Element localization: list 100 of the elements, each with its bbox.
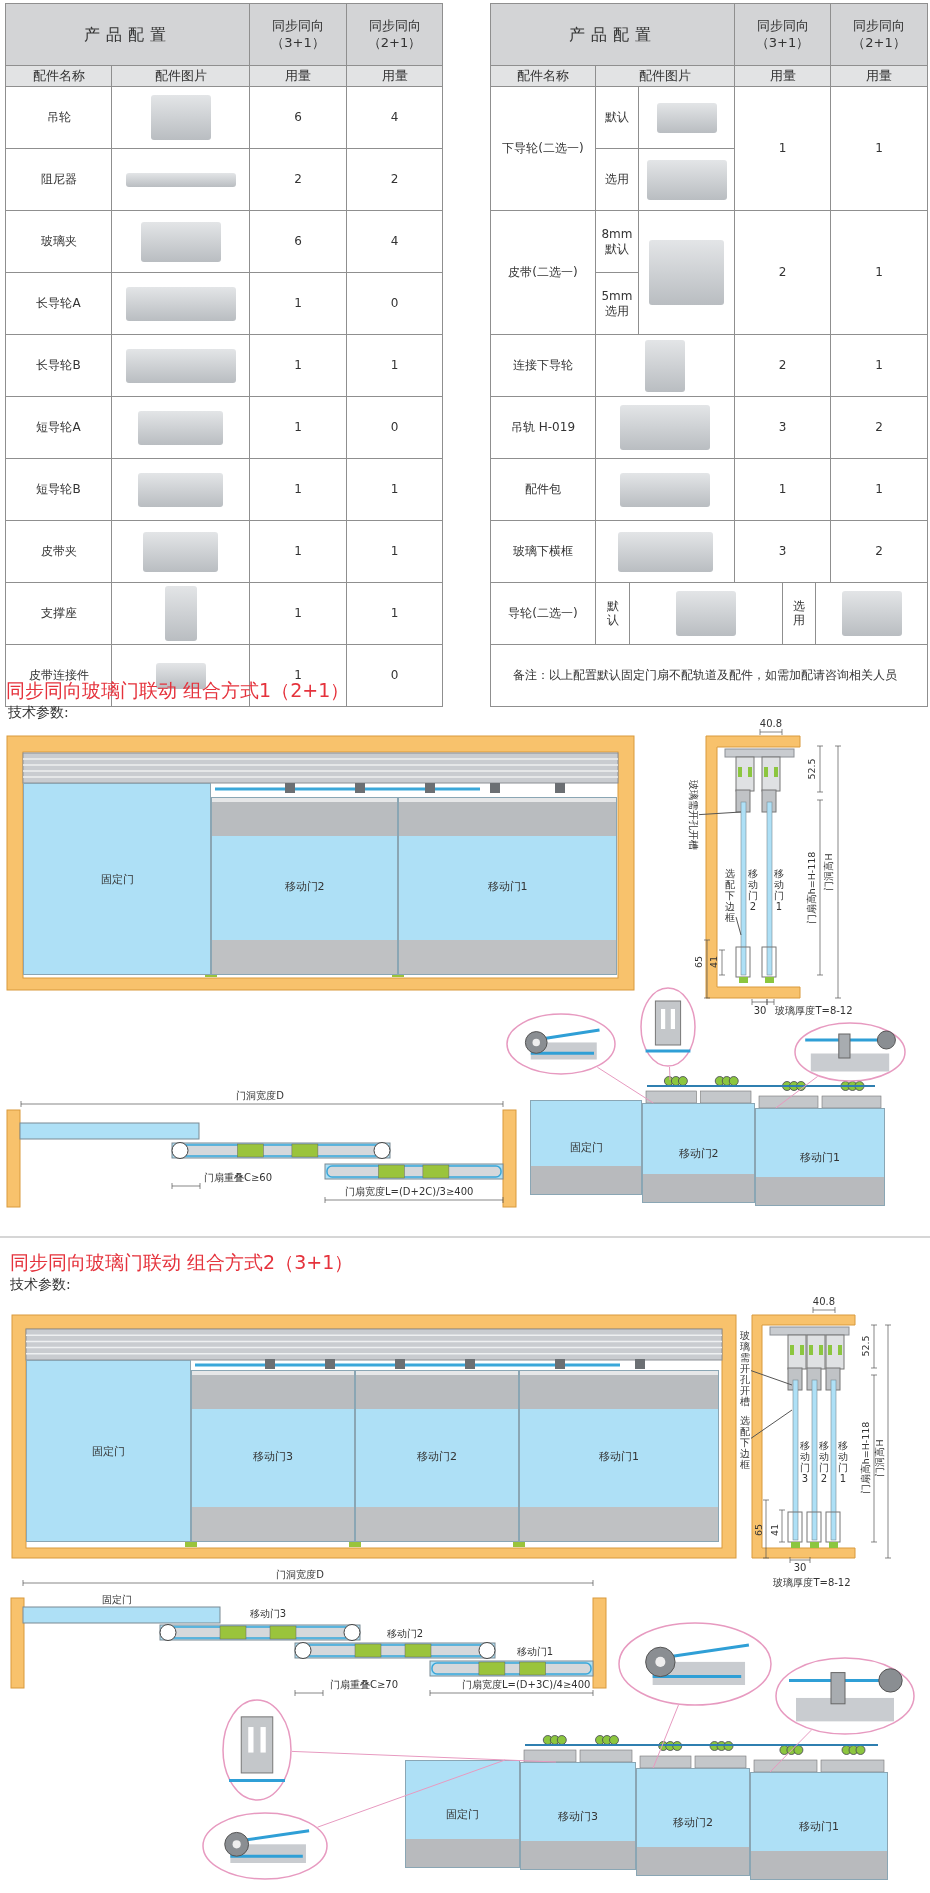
note-text: 备注：以上配置默认固定门扇不配轨道及配件，如需加配请咨询相关人员 bbox=[490, 644, 928, 707]
quantity: 2 bbox=[346, 148, 443, 211]
dimension-label: 门扇宽度L=(D+3C)/4≥400 bbox=[462, 1679, 591, 1691]
leader-line bbox=[750, 1409, 793, 1439]
door-label: 移动门2 bbox=[819, 1440, 829, 1484]
dimension-label: 52.5 bbox=[806, 758, 818, 780]
quantity: 2 bbox=[734, 334, 831, 397]
part-name: 长导轮B bbox=[5, 334, 112, 397]
door-label: 移动门3 bbox=[249, 1608, 287, 1620]
door-label: 移动门3 bbox=[800, 1440, 810, 1484]
quantity: 1 bbox=[346, 520, 443, 583]
quantity: 0 bbox=[346, 272, 443, 335]
leader-line bbox=[750, 1370, 793, 1386]
callout-text: 玻璃需开孔开槽 bbox=[740, 1330, 750, 1407]
table-header: 同步同向（3+1） bbox=[734, 3, 831, 66]
dimension-label: 40.8 bbox=[812, 1296, 836, 1308]
door-panel: 移动门2 bbox=[211, 797, 398, 975]
table-header: 产品配置 bbox=[490, 3, 735, 66]
dimension-label: 门洞宽度D bbox=[276, 1569, 324, 1581]
table-header: 产品配置 bbox=[5, 3, 250, 66]
dimension-label: 65 bbox=[753, 1523, 765, 1537]
part-name: 玻璃下横框 bbox=[490, 520, 596, 583]
dimension-label: 门扇高h=H-118 bbox=[860, 1421, 872, 1495]
quantity: 0 bbox=[346, 396, 443, 459]
part-name: 导轮(二选一) bbox=[490, 582, 596, 645]
door-label: 移动门1 bbox=[774, 868, 784, 912]
leader-line bbox=[669, 1066, 671, 1081]
leader-line bbox=[735, 916, 742, 936]
door-panel: 移动门1 bbox=[755, 1108, 885, 1206]
dimension-label: 门洞高H bbox=[874, 1439, 886, 1477]
part-name: 吊轮 bbox=[5, 86, 112, 149]
leader-line bbox=[291, 1750, 557, 1763]
quantity: 1 bbox=[249, 272, 347, 335]
part-name: 长导轮A bbox=[5, 272, 112, 335]
quantity: 4 bbox=[346, 86, 443, 149]
part-name: 下导轮(二选一) bbox=[490, 86, 596, 211]
magnifier-inset bbox=[794, 1022, 906, 1082]
part-name: 阻尼器 bbox=[5, 148, 112, 211]
dimension-label: 41 bbox=[708, 955, 720, 969]
part-name: 短导轮A bbox=[5, 396, 112, 459]
magnifier-inset bbox=[618, 1622, 772, 1706]
quantity: 1 bbox=[830, 86, 928, 211]
door-label: 移动门2 bbox=[748, 868, 758, 912]
door-label: 移动门1 bbox=[516, 1646, 554, 1658]
door-label: 固定门 bbox=[102, 1594, 132, 1606]
quantity: 1 bbox=[830, 210, 928, 335]
quantity: 1 bbox=[346, 458, 443, 521]
callout-text: 选配下边框 bbox=[725, 868, 735, 923]
option-label: 5mm选用 bbox=[595, 272, 639, 335]
leader-line bbox=[698, 811, 742, 816]
dimension-label: 门扇重叠C≥60 bbox=[204, 1172, 273, 1184]
option-label: 默认 bbox=[596, 583, 630, 644]
dimension-label: 玻璃厚度T=8-12 bbox=[773, 1577, 851, 1589]
quantity: 4 bbox=[346, 210, 443, 273]
door-panel: 移动门1 bbox=[398, 797, 617, 975]
section-subheading: 技术参数: bbox=[8, 704, 69, 721]
quantity: 1 bbox=[346, 334, 443, 397]
dimension-label: 门扇重叠C≥70 bbox=[330, 1679, 399, 1691]
leader-line bbox=[317, 1759, 506, 1828]
quantity: 1 bbox=[830, 334, 928, 397]
door-panel: 固定门 bbox=[26, 1360, 191, 1542]
dimension-label: 门洞宽度D bbox=[236, 1090, 284, 1102]
part-name: 连接下导轮 bbox=[490, 334, 596, 397]
dimension-label: 门扇宽度L=(D+2C)/3≥400 bbox=[345, 1186, 474, 1198]
part-name: 吊轨 H-019 bbox=[490, 396, 596, 459]
table-header: 同步同向（3+1） bbox=[249, 3, 347, 66]
quantity: 6 bbox=[249, 86, 347, 149]
quantity: 1 bbox=[830, 458, 928, 521]
dimension-label: 30 bbox=[753, 1005, 767, 1017]
quantity: 1 bbox=[249, 520, 347, 583]
door-panel: 移动门2 bbox=[355, 1370, 519, 1542]
quantity: 0 bbox=[346, 644, 443, 707]
option-label: 选用 bbox=[595, 148, 639, 211]
dimension-label: 65 bbox=[693, 955, 705, 969]
table-header: 配件名称 bbox=[490, 65, 596, 87]
quantity: 2 bbox=[830, 396, 928, 459]
leader-line bbox=[596, 1066, 654, 1104]
part-name: 皮带夹 bbox=[5, 520, 112, 583]
quantity: 2 bbox=[249, 148, 347, 211]
dimension-label: 41 bbox=[769, 1523, 781, 1537]
quantity: 3 bbox=[734, 396, 831, 459]
door-panel: 移动门3 bbox=[191, 1370, 355, 1542]
leader-line bbox=[775, 1075, 819, 1109]
callout-text: 玻璃需开孔开槽 bbox=[687, 776, 699, 854]
quantity: 1 bbox=[346, 582, 443, 645]
door-panel: 固定门 bbox=[405, 1760, 520, 1868]
door-panel: 移动门2 bbox=[636, 1768, 750, 1876]
door-panel: 移动门2 bbox=[642, 1103, 755, 1203]
quantity: 6 bbox=[249, 210, 347, 273]
dimension-label: 门扇高h=H-118 bbox=[806, 851, 818, 925]
option-label: 8mm默认 bbox=[595, 210, 639, 273]
part-name: 皮带(二选一) bbox=[490, 210, 596, 335]
door-panel: 移动门1 bbox=[750, 1772, 888, 1880]
quantity: 3 bbox=[734, 520, 831, 583]
magnifier-inset bbox=[202, 1812, 328, 1880]
quantity: 1 bbox=[249, 396, 347, 459]
dimension-label: 40.8 bbox=[759, 718, 783, 730]
dimension-label: 30 bbox=[793, 1562, 807, 1574]
quantity: 2 bbox=[734, 210, 831, 335]
table-header: 同步同向（2+1） bbox=[830, 3, 928, 66]
